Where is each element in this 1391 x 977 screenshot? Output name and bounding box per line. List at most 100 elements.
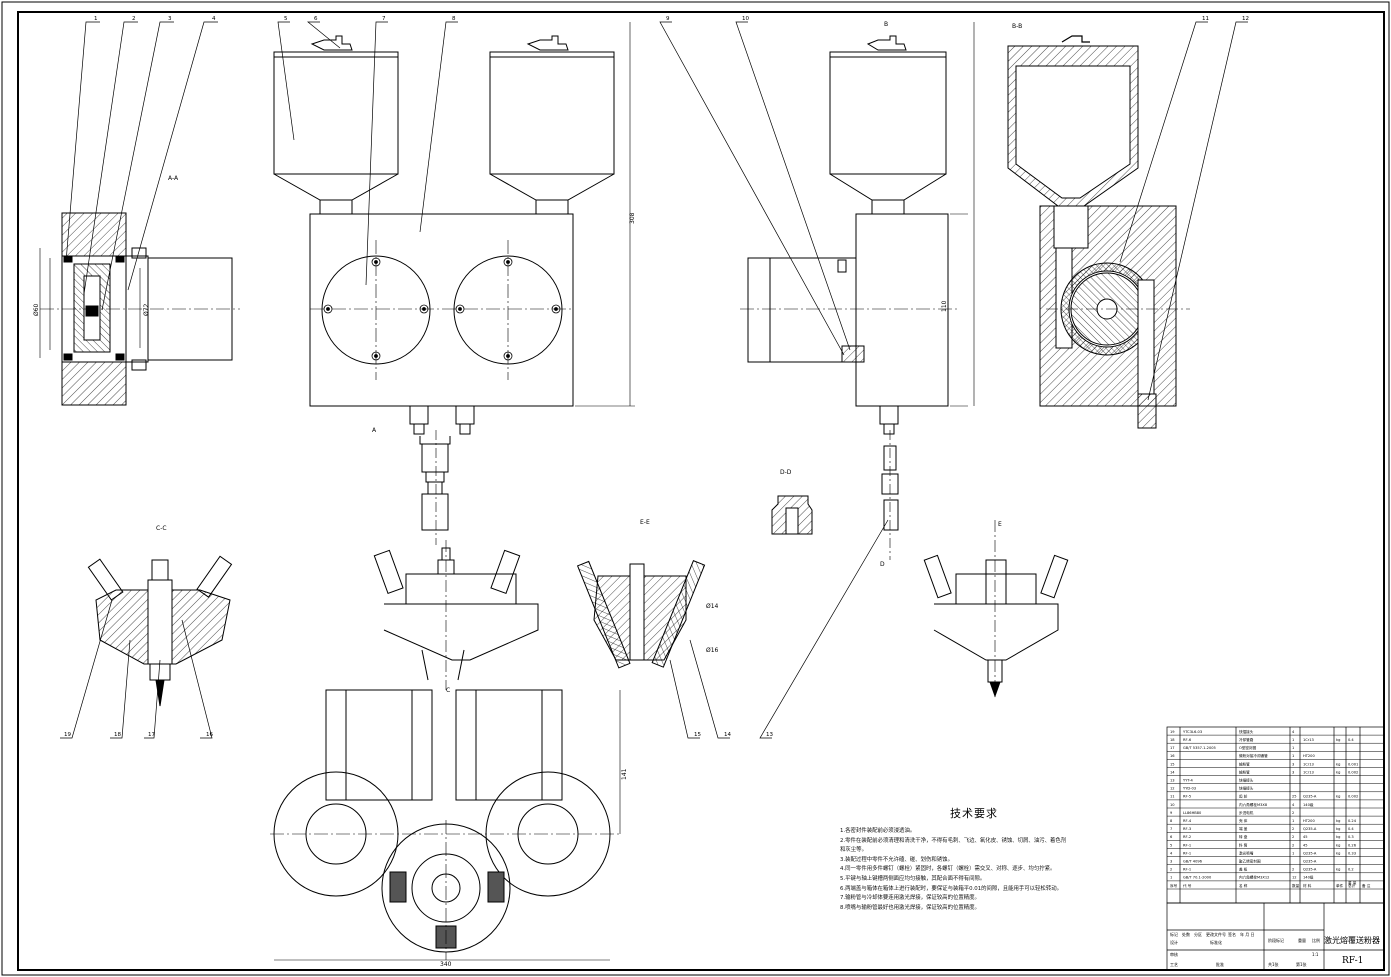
view-label-aa: A-A [168,175,179,182]
bom-cell: 4 [1292,730,1295,734]
bom-cell: RF-6 [1183,738,1192,742]
bom-cell: 盖 板 [1239,867,1248,872]
view-label-ee: E-E [640,519,650,526]
bom-cell: kg [1336,795,1340,799]
cut-label-b: B [884,21,888,28]
front-view [273,22,635,545]
cut-label-e: E [998,521,1002,528]
leaders-ee [669,639,730,739]
bom-cell: 0.4 [1348,827,1354,831]
bom-cell: 1 [1170,876,1172,880]
bom-cell: Q235-A [1303,827,1317,831]
tb-label-3: 更改文件号 [1206,931,1226,937]
bom-cell: 内六角螺栓M3X8 [1239,802,1268,807]
dim-bottom-height: 141 [621,768,628,780]
tech-req-item: 2.零件在装配前必须清理和清洗干净，不得有毛刺、飞边、氧化皮、锈蚀、切屑、油污、… [840,837,1067,844]
bom-cell: RF-5 [1183,795,1191,799]
bom-cell: 1 [1292,746,1294,750]
bom-cell: 0.3 [1348,835,1354,839]
section-cc-view [87,555,233,707]
bom-cell: Q235-A [1303,860,1317,864]
dim-angle-b: Ø16 [706,647,719,654]
bom-cell: 9 [1170,811,1173,815]
bom-cell: 13 [1170,779,1175,783]
bom-cell: RF-1 [1183,851,1191,855]
bom-cell: 5 [1170,843,1172,847]
tech-req-item: 7.输粉管与冷却体要连用激光焊接，保证较高的位置精度。 [840,895,980,902]
tb-label-2: 分区 [1194,931,1202,937]
bom-header-cell: 总计 [1348,883,1356,888]
title-block [1166,902,1385,971]
balloon-14: 14 [724,732,731,738]
bom-cell: 8 [1170,819,1173,823]
bom-cell: 3 [1170,860,1172,864]
bom-cell: 激光喷嘴 [1239,850,1254,855]
bom-cell: 端 盖 [1239,826,1248,831]
bom-cell: kg [1336,835,1340,839]
dim-bottom-width: 340 [440,961,452,968]
bom-cell: 齿 轮 [1239,794,1248,799]
tb-label-6: 设计 [1170,939,1178,945]
bom-cell: 0.002 [1348,770,1358,774]
bom-header-cell: 名 称 [1239,883,1248,888]
balloon-1: 1 [94,16,98,22]
view-label-dd: D-D [780,469,792,476]
section-ee-view [576,560,706,669]
tb-label-10: 比例 [1312,937,1320,943]
bom-cell: 快插接头 [1239,778,1254,783]
nozzle-front-view [373,540,539,690]
leaders-front [277,21,458,286]
section-bb-view [1007,35,1190,429]
bom-cell: 输粉管 [1239,761,1250,766]
bom-header-cell: 序号 [1170,883,1178,888]
bom-cell: 45 [1303,843,1308,847]
bom-cell: 1 [1292,851,1294,855]
tb-label-13: 批准 [1216,961,1224,967]
balloon-10: 10 [742,16,749,22]
bom-cell: 0.24 [1348,819,1357,823]
tb-label-1: 处数 [1182,931,1190,937]
bom-cell: RF-3 [1183,827,1191,831]
bom-cell: 15 [1170,762,1175,766]
balloon-15: 15 [694,732,701,738]
bom-cell: 4 [1170,851,1173,855]
bom-cell: kg [1336,868,1340,872]
section-aa-view [39,212,240,406]
bom-cell: 12 [1292,876,1297,880]
bom-cell: kg [1336,738,1340,742]
tech-req-item: 1.各密封件装配前必须浸透油。 [840,828,916,834]
bom-cell: 16 [1170,754,1175,758]
tech-req-item: 5.平键与轴上键槽两侧面应均匀接触，其配合面不得有间隙。 [840,875,986,882]
bom-cell: 2 [1292,868,1294,872]
bom-header-weight: 重 量 [1348,880,1357,885]
bom-cell: 18 [1170,738,1175,742]
leaders-cc [60,599,213,739]
bom-cell: 0.26 [1348,843,1357,847]
tb-label-5: 年 月 日 [1240,931,1255,937]
bom-cell: 0.2 [1348,868,1354,872]
view-label-bb: B-B [1012,23,1022,30]
bom-cell: Q235-A [1303,795,1317,799]
dim-height-main: 308 [629,212,636,224]
bom-cell: 微粉对接冷却通管 [1239,753,1268,758]
bom-cell: Q235-A [1303,851,1317,855]
bom-cell: 14 [1170,770,1175,774]
tech-requirements-list: 1.各密封件装配前必须浸透油。 2.零件在装配前必须清理和清洗干净，不得有毛刺、… [840,827,1160,913]
bom-cell: 料 筒 [1239,842,1248,847]
view-label-cc: C-C [156,525,167,532]
bom-cell: 2 [1292,843,1294,847]
nozzle-right-view [923,520,1069,700]
balloon-3: 3 [168,16,172,22]
bom-header-cell: 数量 [1292,883,1300,888]
leaders-top-left [65,21,218,311]
bom-cell: 3 [1292,770,1294,774]
side-view [740,22,975,560]
balloon-8: 8 [452,16,456,22]
bom-cell: kg [1336,762,1340,766]
bom-cell: 3 [1292,762,1294,766]
bom-cell: kg [1336,770,1340,774]
leaders-section-bb [1119,21,1248,401]
balloon-12: 12 [1242,16,1249,22]
